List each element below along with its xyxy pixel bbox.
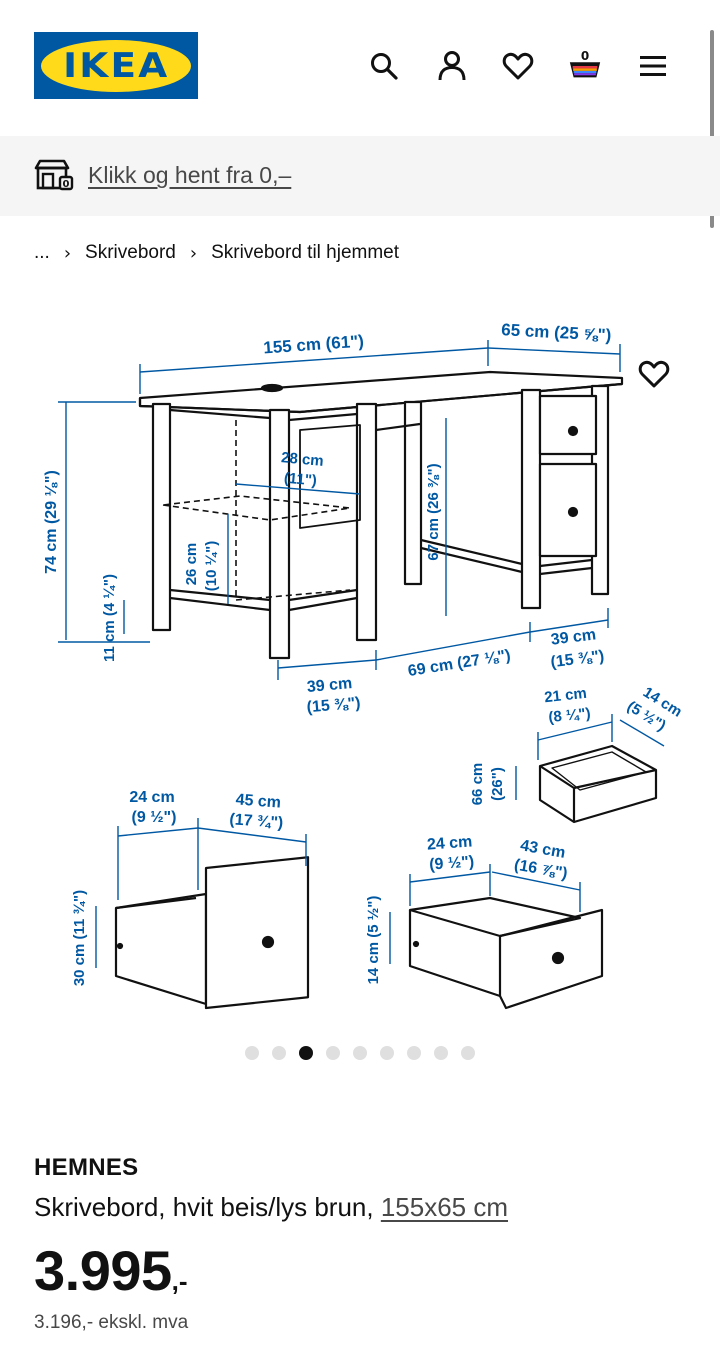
- carousel-dot[interactable]: [245, 1046, 259, 1060]
- menu-icon[interactable]: [635, 46, 671, 86]
- dim-shelf-height-in: (10 ¼"): [203, 541, 220, 591]
- dim-shelf-depth: 28 cm: [280, 449, 324, 470]
- site-header: IKEA 0: [0, 0, 720, 136]
- dim-legroom-height: 67 cm (26 ⅜"): [425, 463, 442, 560]
- breadcrumb-item[interactable]: Skrivebord: [85, 242, 176, 263]
- price-excl-vat: 3.196,- ekskl. mva: [34, 1312, 189, 1333]
- product-image-dimensions[interactable]: 155 cm (61") 65 cm (25 ⅝") 74 cm (29 ⅛")…: [0, 300, 720, 1030]
- carousel-dot[interactable]: [461, 1046, 475, 1060]
- price-suffix: ,-: [171, 1266, 188, 1296]
- dim-shelf-height: 26 cm: [183, 543, 200, 586]
- price-main: 3.995: [34, 1239, 172, 1302]
- breadcrumb-item[interactable]: Skrivebord til hjemmet: [211, 242, 400, 263]
- dim-big-drawer-width-in: (9 ½"): [132, 809, 177, 826]
- ikea-logo[interactable]: IKEA: [34, 32, 198, 99]
- dim-floor-clearance: 11 cm (4 ¼"): [101, 574, 118, 662]
- dim-small-drawer-height: 66 cm: [469, 763, 486, 806]
- breadcrumb: ... › Skrivebord › Skrivebord til hjemme…: [34, 240, 399, 266]
- product-name: HEMNES: [34, 1154, 139, 1181]
- chevron-right-icon: ›: [63, 242, 72, 264]
- favourites-heart-icon[interactable]: [500, 46, 536, 86]
- carousel-dot[interactable]: [353, 1046, 367, 1060]
- desk-dimension-drawing: 155 cm (61") 65 cm (25 ⅝") 74 cm (29 ⅛")…: [43, 320, 685, 1010]
- chevron-right-icon: ›: [189, 242, 198, 264]
- carousel-dot[interactable]: [326, 1046, 340, 1060]
- logo-oval: IKEA: [41, 39, 191, 92]
- dim-big-drawer-depth-in: (17 ¾"): [229, 811, 284, 832]
- search-icon[interactable]: [366, 46, 402, 86]
- product-description: Skrivebord, hvit beis/lys brun, 155x65 c…: [34, 1192, 508, 1223]
- dim-big-drawer-width: 24 cm: [129, 789, 174, 806]
- dim-depth: 65 cm (25 ⅝"): [501, 320, 612, 345]
- click-and-collect-bar: 0 Klikk og hent fra 0,–: [0, 136, 720, 216]
- store-icon: 0: [34, 158, 74, 197]
- carousel-dot[interactable]: [299, 1046, 313, 1060]
- dim-small-drawer-width: 21 cm: [543, 685, 587, 706]
- logo-text: IKEA: [62, 45, 170, 86]
- dim-small-drawer-width-in: (8 ¼"): [548, 705, 592, 726]
- carousel-dot[interactable]: [380, 1046, 394, 1060]
- dim-small-drawer-height-in: (26"): [489, 767, 506, 801]
- product-description-text: Skrivebord, hvit beis/lys brun,: [34, 1192, 374, 1222]
- product-price: 3.995,-: [34, 1238, 188, 1303]
- click-and-collect-link[interactable]: Klikk og hent fra 0,–: [88, 162, 292, 188]
- page-scrollbar[interactable]: [710, 30, 714, 228]
- dim-bottom-right: 39 cm: [550, 626, 597, 648]
- profile-icon[interactable]: [434, 46, 470, 86]
- carousel-dot[interactable]: [434, 1046, 448, 1060]
- dim-mid-drawer-height: 14 cm (5 ½"): [365, 896, 382, 985]
- dim-bottom-right-in: (15 ⅜"): [550, 648, 605, 671]
- dim-shelf-depth-in: (11"): [283, 470, 317, 490]
- image-carousel-dots: [0, 1046, 720, 1062]
- dim-big-drawer-height: 30 cm (11 ¾"): [71, 890, 88, 986]
- cart-count: 0: [580, 49, 590, 63]
- svg-text:0: 0: [63, 179, 70, 190]
- dim-bottom-left: 39 cm: [306, 675, 353, 696]
- dim-width: 155 cm (61"): [263, 332, 365, 358]
- breadcrumb-ellipsis[interactable]: ...: [34, 242, 50, 263]
- carousel-dot[interactable]: [407, 1046, 421, 1060]
- dim-big-drawer-depth: 45 cm: [235, 791, 281, 811]
- add-to-favourites-heart-icon[interactable]: [634, 354, 674, 394]
- cart-icon[interactable]: 0: [567, 46, 603, 86]
- dim-mid-drawer-width-in: (9 ½"): [429, 853, 475, 873]
- dim-height: 74 cm (29 ⅛"): [43, 470, 60, 574]
- product-size-link[interactable]: 155x65 cm: [380, 1192, 509, 1222]
- carousel-dot[interactable]: [272, 1046, 286, 1060]
- dim-bottom-left-in: (15 ⅜"): [306, 695, 361, 717]
- dim-mid-drawer-width: 24 cm: [426, 833, 472, 853]
